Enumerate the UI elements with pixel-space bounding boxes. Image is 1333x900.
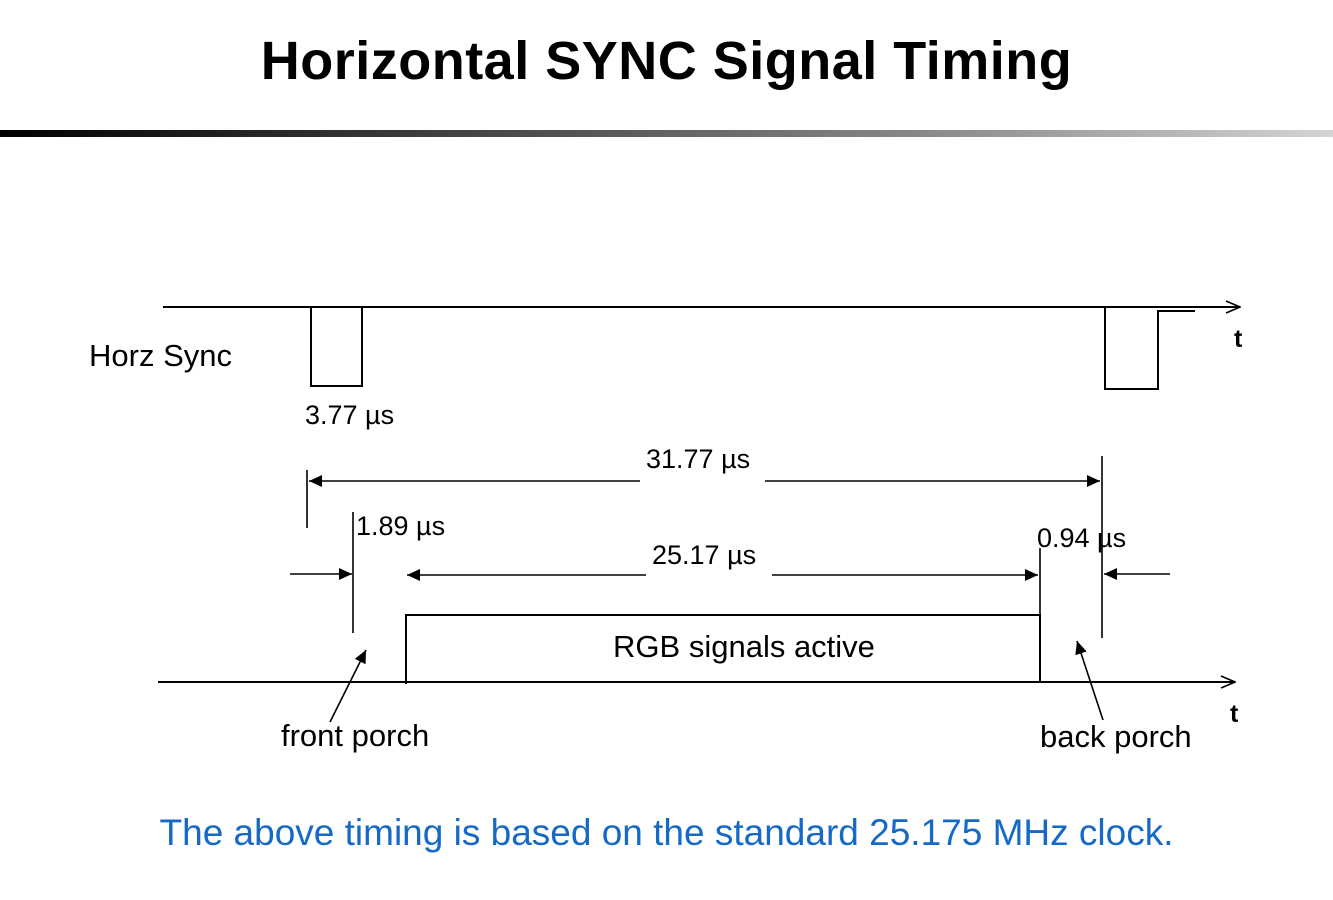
horz-sync-label: Horz Sync bbox=[89, 338, 232, 373]
back-porch-label: back porch bbox=[1040, 719, 1192, 754]
extension-lines bbox=[306, 456, 1103, 638]
line-period-label: 31.77 µs bbox=[646, 444, 750, 474]
clock-footnote: The above timing is based on the standar… bbox=[159, 812, 1174, 853]
bottom-axis-t-label: t bbox=[1230, 700, 1239, 728]
back-porch-time-label: 0.94 µs bbox=[1037, 523, 1126, 553]
rgb-active-pulse bbox=[405, 614, 1041, 684]
rgb-active-label: RGB signals active bbox=[613, 629, 875, 664]
page-title: Horizontal SYNC Signal Timing bbox=[260, 31, 1073, 91]
horz-sync-waveform bbox=[163, 307, 1240, 390]
top-axis-t-label: t bbox=[1234, 325, 1243, 353]
title-divider bbox=[0, 130, 1333, 137]
rgb-waveform bbox=[158, 614, 1235, 684]
active-time-label: 25.17 µs bbox=[652, 540, 756, 570]
back-porch-pointer bbox=[1075, 640, 1104, 721]
sync-pulse-2 bbox=[1104, 307, 1195, 390]
front-porch-label: front porch bbox=[281, 718, 429, 753]
front-porch-time-label: 1.89 µs bbox=[356, 511, 445, 541]
front-porch-pointer bbox=[329, 649, 367, 723]
sync-pulse-width-label: 3.77 µs bbox=[305, 400, 394, 430]
sync-pulse-1 bbox=[310, 307, 363, 387]
